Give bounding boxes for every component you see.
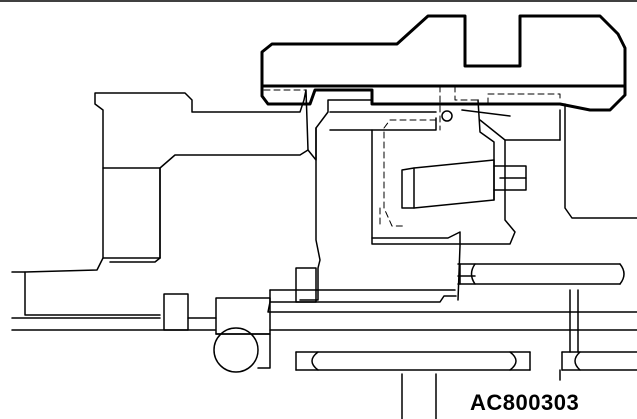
bottom-pipes [295,289,637,419]
fitting-blocks [163,267,317,335]
hidden-edges [263,85,561,227]
figure-reference-code: AC800303 [470,390,580,415]
internal-wedge [401,159,527,209]
central-body [299,99,516,301]
round-component [213,327,271,373]
right-structure [504,103,637,219]
left-housing [11,89,309,331]
highlighted-bracket [260,14,627,112]
lower-rails [267,263,637,331]
